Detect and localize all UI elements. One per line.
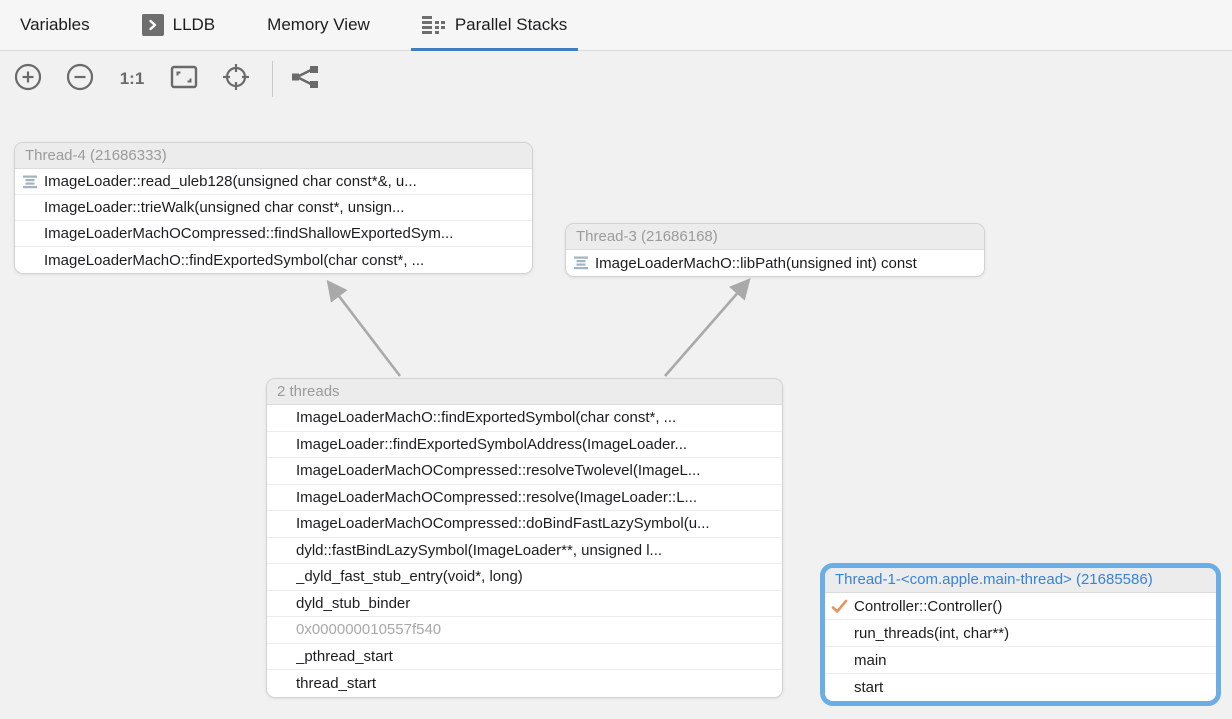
frame-function: start bbox=[854, 679, 884, 696]
zoom-reset-button[interactable]: 1:1 bbox=[116, 62, 148, 96]
one-to-one-label: 1:1 bbox=[119, 69, 145, 88]
stack-box-title[interactable]: Thread-4 (21686333) bbox=[15, 143, 532, 169]
stack-box-title[interactable]: Thread-1-<com.apple.main-thread> (216855… bbox=[825, 568, 1216, 593]
frame-function: dyld_stub_binder bbox=[296, 594, 411, 612]
frame-function: ImageLoaderMachOCompressed::doBindFastLa… bbox=[296, 515, 710, 533]
center-on-frame-button[interactable] bbox=[220, 62, 252, 96]
stack-frame-row[interactable]: start bbox=[825, 674, 1216, 701]
arrow-group-to-thread3 bbox=[664, 278, 751, 377]
minus-circle-icon bbox=[65, 62, 95, 97]
stack-frame-row[interactable]: ImageLoaderMachOCompressed::doBindFastLa… bbox=[267, 511, 782, 538]
frame-function: ImageLoader::read_uleb128(unsigned char … bbox=[44, 173, 417, 190]
fit-to-screen-icon bbox=[169, 64, 199, 95]
graph-toolbar: 1:1 bbox=[0, 51, 1232, 107]
flow-graph-button[interactable] bbox=[289, 62, 321, 96]
stack-box-title[interactable]: Thread-3 (21686168) bbox=[566, 224, 984, 250]
frame-function: run_threads(int, char**) bbox=[854, 624, 1010, 642]
stack-frame-row[interactable]: ImageLoaderMachO::libPath(unsigned int) … bbox=[566, 250, 984, 276]
frame-function: thread_start bbox=[296, 674, 377, 692]
frame-function: Controller::Controller() bbox=[854, 597, 1003, 615]
zoom-in-button[interactable] bbox=[12, 62, 44, 96]
panel-tab-bar: Variables LLDB Memory View Parallel Stac… bbox=[0, 0, 1232, 51]
stack-icon bbox=[566, 256, 595, 270]
tab-label: LLDB bbox=[172, 15, 216, 34]
plus-circle-icon bbox=[13, 62, 43, 97]
frame-function: ImageLoaderMachO::findExportedSymbol(cha… bbox=[44, 251, 425, 269]
stack-frame-row[interactable]: main bbox=[825, 647, 1216, 674]
arrow-group-to-thread4 bbox=[326, 279, 402, 377]
frame-function: ImageLoaderMachO::libPath(unsigned int) … bbox=[595, 254, 917, 272]
tab-label: Memory View bbox=[267, 15, 370, 34]
stack-frame-row-current[interactable]: Controller::Controller() bbox=[825, 593, 1216, 620]
stack-frame-row[interactable]: run_threads(int, char**) bbox=[825, 620, 1216, 647]
stack-box-thread3: Thread-3 (21686168) ImageLoaderMachO::li… bbox=[565, 223, 985, 277]
frame-function: ImageLoaderMachO::findExportedSymbol(cha… bbox=[296, 409, 677, 427]
frame-function: dyld::fastBindLazySymbol(ImageLoader**, … bbox=[296, 541, 663, 559]
stack-frame-row[interactable]: dyld::fastBindLazySymbol(ImageLoader**, … bbox=[267, 537, 782, 564]
tab-variables[interactable]: Variables bbox=[9, 0, 101, 50]
stack-icon bbox=[15, 175, 44, 189]
stack-frame-row[interactable]: ImageLoaderMachO::findExportedSymbol(cha… bbox=[267, 405, 782, 432]
stack-frame-row[interactable]: thread_start bbox=[267, 670, 782, 697]
frame-function: ImageLoader::trieWalk(unsigned char cons… bbox=[44, 199, 405, 216]
frame-function: ImageLoaderMachOCompressed::resolveTwole… bbox=[296, 462, 701, 480]
stack-box-title[interactable]: 2 threads bbox=[267, 379, 782, 405]
flow-branch-icon bbox=[290, 65, 320, 94]
tab-parallel-stacks[interactable]: Parallel Stacks bbox=[410, 0, 579, 51]
stack-frame-row-address[interactable]: 0x000000010557f540 bbox=[267, 617, 782, 644]
stack-frame-row[interactable]: ImageLoaderMachOCompressed::resolveTwole… bbox=[267, 458, 782, 485]
stack-box-thread1-selected: Thread-1-<com.apple.main-thread> (216855… bbox=[820, 563, 1221, 706]
frame-address: 0x000000010557f540 bbox=[296, 621, 442, 639]
frame-function: ImageLoaderMachOCompressed::resolve(Imag… bbox=[296, 488, 698, 506]
frame-function: ImageLoaderMachOCompressed::findShallowE… bbox=[44, 225, 454, 242]
stack-frame-row[interactable]: dyld_stub_binder bbox=[267, 590, 782, 617]
stack-box-thread-group: 2 threads ImageLoaderMachO::findExported… bbox=[266, 378, 783, 698]
frame-function: main bbox=[854, 651, 887, 669]
stack-frame-row[interactable]: ImageLoader::trieWalk(unsigned char cons… bbox=[15, 195, 532, 221]
stack-frame-row[interactable]: ImageLoaderMachOCompressed::resolve(Imag… bbox=[267, 484, 782, 511]
stack-frame-row[interactable]: ImageLoader::read_uleb128(unsigned char … bbox=[15, 169, 532, 195]
frame-function: _pthread_start bbox=[296, 647, 393, 665]
fit-to-screen-button[interactable] bbox=[168, 62, 200, 96]
terminal-icon bbox=[141, 14, 164, 36]
frame-function: ImageLoader::findExportedSymbolAddress(I… bbox=[296, 435, 688, 453]
check-icon bbox=[825, 599, 854, 614]
parallel-stacks-icon bbox=[421, 15, 446, 35]
stack-frame-row[interactable]: ImageLoaderMachOCompressed::findShallowE… bbox=[15, 221, 532, 247]
tab-memory-view[interactable]: Memory View bbox=[256, 0, 381, 50]
stack-frame-row[interactable]: _dyld_fast_stub_entry(void*, long) bbox=[267, 564, 782, 591]
zoom-out-button[interactable] bbox=[64, 62, 96, 96]
stack-frame-row[interactable]: _pthread_start bbox=[267, 643, 782, 670]
stack-frame-row[interactable]: ImageLoader::findExportedSymbolAddress(I… bbox=[267, 431, 782, 458]
tab-label: Parallel Stacks bbox=[454, 15, 568, 34]
frame-function: _dyld_fast_stub_entry(void*, long) bbox=[296, 568, 523, 586]
crosshair-target-icon bbox=[220, 61, 252, 98]
toolbar-separator bbox=[272, 61, 273, 97]
stack-frame-row[interactable]: ImageLoaderMachO::findExportedSymbol(cha… bbox=[15, 247, 532, 273]
tab-lldb[interactable]: LLDB bbox=[131, 0, 227, 50]
stack-box-thread4: Thread-4 (21686333) ImageLoader::read_ul… bbox=[14, 142, 533, 274]
tab-label: Variables bbox=[20, 15, 90, 34]
